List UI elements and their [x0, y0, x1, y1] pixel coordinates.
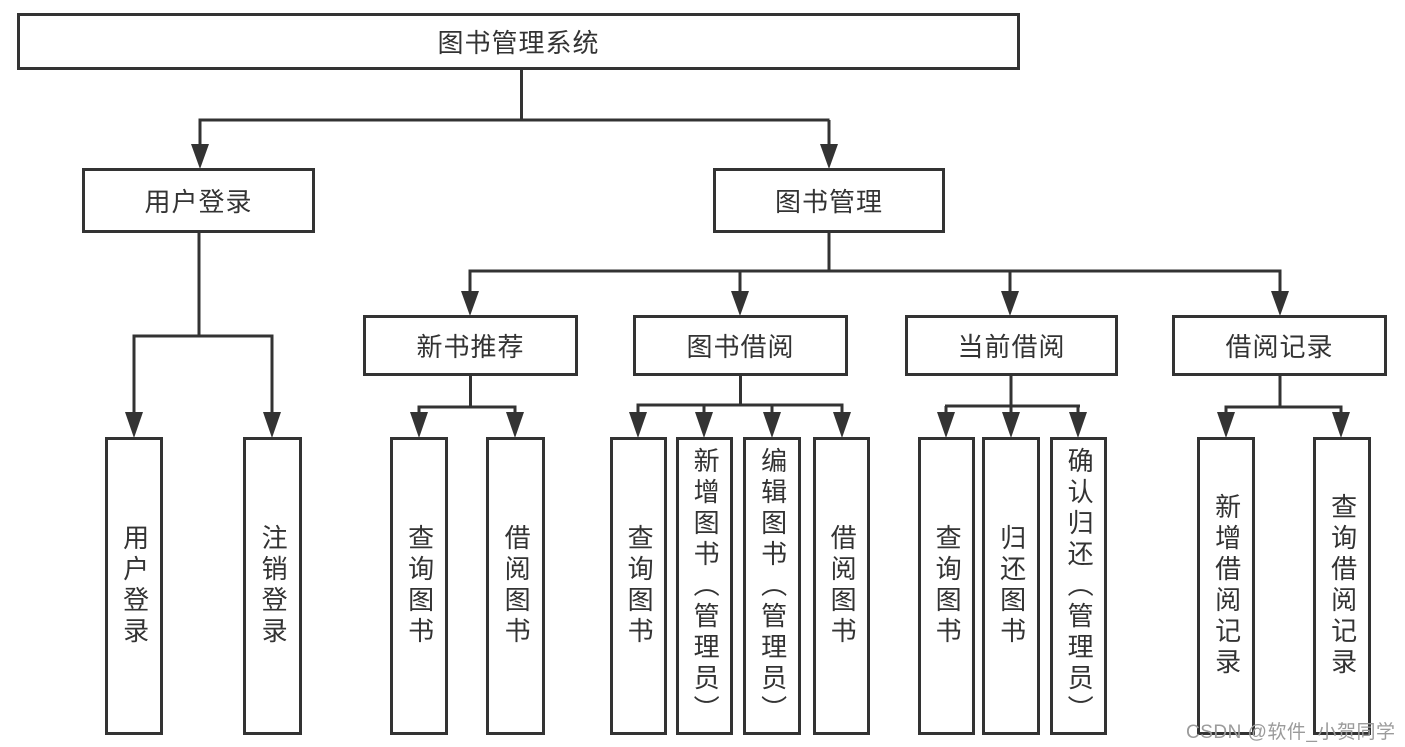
leaf-records-query-record: 查询借阅记录 [1313, 437, 1371, 735]
leaf-logout-login-label: 注销登录 [258, 524, 289, 648]
leaf-records-add-record: 新增借阅记录 [1197, 437, 1255, 735]
leaf-current-return-books-label: 归还图书 [996, 524, 1027, 648]
leaf-recommend-query-books: 查询图书 [390, 437, 448, 735]
node-current-borrow-label: 当前借阅 [957, 332, 1066, 362]
leaf-records-query-record-label: 查询借阅记录 [1327, 493, 1358, 679]
arrowhead-records-add-record [1217, 412, 1235, 438]
node-user-login-label: 用户登录 [144, 187, 253, 217]
arrowhead-borrow-edit-books [763, 412, 781, 438]
arrowhead-borrow-query-books [629, 412, 647, 438]
leaf-current-confirm-return-admin: 确认归还（管理员） [1050, 437, 1107, 735]
arrowhead-borrow-borrow-books [833, 412, 851, 438]
arrowhead-recommend-borrow-books [506, 412, 524, 438]
arrowhead-borrow-records [1271, 291, 1289, 316]
arrowhead-new-book-recommend [461, 291, 479, 316]
arrowhead-book-management [820, 144, 838, 169]
leaf-current-return-books: 归还图书 [982, 437, 1040, 735]
leaf-borrow-edit-books-admin-label: 编辑图书（管理员） [757, 446, 788, 726]
leaf-borrow-borrow-books-label: 借阅图书 [827, 524, 858, 648]
node-borrow-records-label: 借阅记录 [1225, 332, 1334, 362]
leaf-borrow-borrow-books: 借阅图书 [813, 437, 870, 735]
arrowhead-records-query-record [1332, 412, 1350, 438]
arrowhead-current-return-books [1002, 412, 1020, 438]
csdn-watermark: CSDN @软件_小贺同学 [1186, 722, 1396, 743]
leaf-current-confirm-return-admin-label: 确认归还（管理员） [1064, 446, 1095, 726]
leaf-user-login-label: 用户登录 [119, 524, 150, 648]
node-current-borrow: 当前借阅 [905, 315, 1118, 376]
leaf-borrow-query-books-label: 查询图书 [624, 524, 655, 648]
leaf-borrow-query-books: 查询图书 [610, 437, 667, 735]
leaf-logout-login: 注销登录 [243, 437, 302, 735]
node-borrow-records: 借阅记录 [1172, 315, 1387, 376]
leaf-recommend-borrow-books: 借阅图书 [486, 437, 545, 735]
connector-book-management-children [468, 232, 1282, 293]
arrowhead-current-borrow [1001, 291, 1019, 316]
arrowhead-borrow-add-books [695, 412, 713, 438]
leaf-records-add-record-label: 新增借阅记录 [1211, 493, 1242, 679]
connector-new-book-recommend-children [417, 376, 517, 415]
connector-book-borrow-children [636, 376, 844, 415]
arrowhead-book-borrow [731, 291, 749, 316]
node-root: 图书管理系统 [17, 13, 1020, 70]
arrowhead-leaf-user-login [125, 412, 143, 438]
node-book-borrow: 图书借阅 [633, 315, 848, 376]
node-new-book-recommend: 新书推荐 [363, 315, 578, 376]
leaf-current-query-books-label: 查询图书 [932, 524, 963, 648]
leaf-borrow-add-books-admin-label: 新增图书（管理员） [690, 446, 721, 726]
leaf-recommend-borrow-books-label: 借阅图书 [501, 524, 532, 648]
node-new-book-recommend-label: 新书推荐 [416, 332, 525, 362]
node-book-management-label: 图书管理 [774, 187, 883, 217]
node-user-login: 用户登录 [82, 168, 315, 233]
arrowhead-leaf-logout [263, 412, 281, 438]
node-root-label: 图书管理系统 [437, 28, 600, 58]
arrowhead-user-login [191, 144, 209, 169]
leaf-current-query-books: 查询图书 [918, 437, 975, 735]
arrowhead-current-confirm-return [1069, 412, 1087, 438]
leaf-recommend-query-books-label: 查询图书 [404, 524, 435, 648]
leaf-borrow-add-books-admin: 新增图书（管理员） [676, 437, 733, 735]
leaf-borrow-edit-books-admin: 编辑图书（管理员） [743, 437, 801, 735]
arrowhead-current-query-books [937, 412, 955, 438]
node-book-management: 图书管理 [713, 168, 945, 233]
leaf-user-login: 用户登录 [105, 437, 163, 735]
connector-borrow-records-children [1224, 376, 1343, 415]
node-book-borrow-label: 图书借阅 [686, 332, 795, 362]
connector-user-login-children [132, 232, 274, 415]
connector-root-to-level1 [198, 69, 831, 146]
arrowhead-recommend-query-books [410, 412, 428, 438]
connector-current-borrow-children [944, 376, 1080, 415]
